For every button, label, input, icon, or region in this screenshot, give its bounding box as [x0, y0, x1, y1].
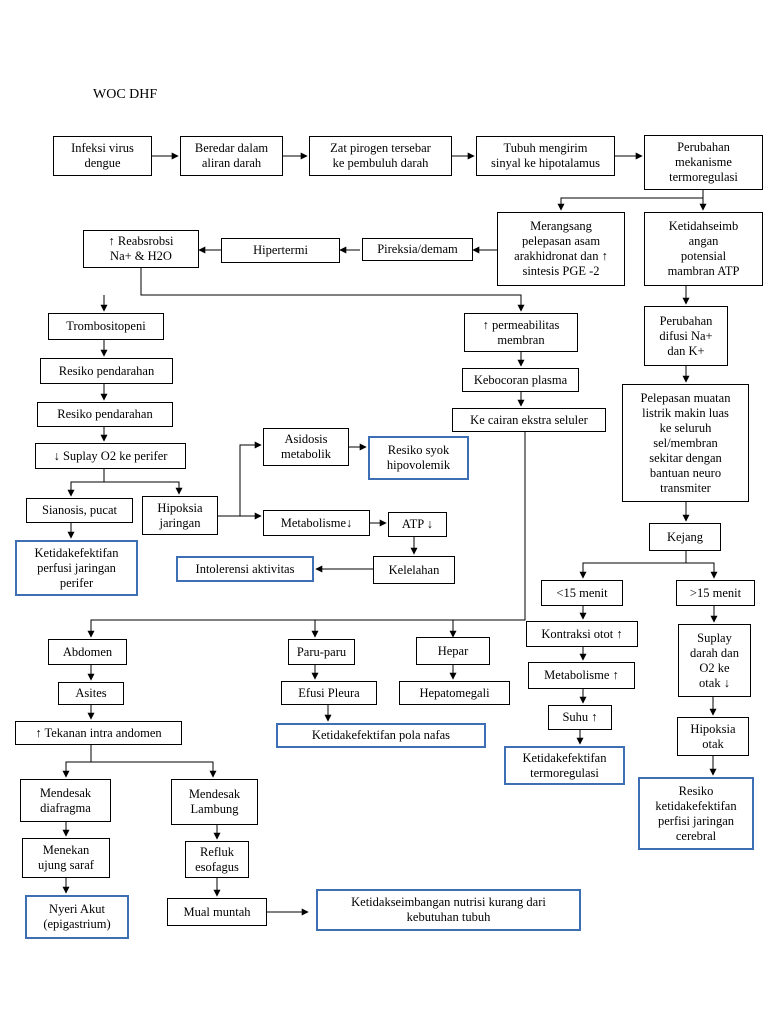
node-mendesak-lambung: Mendesak Lambung [171, 779, 258, 825]
node-kelelahan: Kelelahan [373, 556, 455, 584]
node-sinyal-hipotalamus: Tubuh mengirim sinyal ke hipotalamus [476, 136, 615, 176]
node-reabsorbsi: ↑ Reabsrobsi Na+ & H2O [83, 230, 199, 268]
node-hipoksia-otak: Hipoksia otak [677, 717, 749, 756]
node-lebih-15-menit: >15 menit [676, 580, 755, 606]
node-permeabilitas: ↑ permeabilitas membran [464, 313, 578, 352]
node-ketidakseimbangan-atp: Ketidahseimb angan potensial mambran ATP [644, 212, 763, 286]
diagnosis-ketidakefektifan-termoregulasi: Ketidakefektifan termoregulasi [504, 746, 625, 785]
node-kebocoran-plasma: Kebocoran plasma [462, 368, 579, 392]
node-paru-paru: Paru-paru [288, 639, 355, 665]
diagnosis-intoleransi-aktivitas: Intolerensi aktivitas [176, 556, 314, 582]
node-kontraksi-otot: Kontraksi otot ↑ [526, 621, 638, 647]
node-metabolisme-turun: Metabolisme↓ [263, 510, 370, 536]
node-tekanan-intra-abdomen: ↑ Tekanan intra andomen [15, 721, 182, 745]
node-ke-cairan-ekstra: Ke cairan ekstra seluler [452, 408, 606, 432]
node-efusi-pleura: Efusi Pleura [281, 681, 377, 705]
diagnosis-nyeri-akut: Nyeri Akut (epigastrium) [25, 895, 129, 939]
node-kurang-15-menit: <15 menit [541, 580, 623, 606]
node-hepatomegali: Hepatomegali [399, 681, 510, 705]
node-merangsang-pge: Merangsang pelepasan asam arakhidronat d… [497, 212, 625, 286]
page-title: WOC DHF [93, 87, 158, 102]
node-asidosis-metabolik: Asidosis metabolik [263, 428, 349, 466]
node-perubahan-termoregulasi: Perubahan mekanisme termoregulasi [644, 135, 763, 190]
diagnosis-ketidakefektifan-perfusi-perifer: Ketidakefektifan perfusi jaringan perife… [15, 540, 138, 596]
node-infeksi-virus: Infeksi virus dengue [53, 136, 152, 176]
node-mendesak-diafragma: Mendesak diafragma [20, 779, 111, 822]
node-resiko-pendarahan-1: Resiko pendarahan [40, 358, 173, 384]
diagnosis-resiko-perfusi-cerebral: Resiko ketidakefektifan perfisi jaringan… [638, 777, 754, 850]
node-perubahan-difusi: Perubahan difusi Na+ dan K+ [644, 306, 728, 366]
node-menekan-saraf: Menekan ujung saraf [22, 838, 110, 878]
node-refluk-esofagus: Refluk esofagus [185, 841, 249, 878]
node-hipoksia-jaringan: Hipoksia jaringan [142, 496, 218, 535]
node-suhu-naik: Suhu ↑ [548, 705, 612, 730]
node-hepar: Hepar [416, 637, 490, 665]
node-beredar-darah: Beredar dalam aliran darah [180, 136, 283, 176]
node-suplay-o2-perifer: ↓ Suplay O2 ke perifer [35, 443, 186, 469]
node-pireksia: Pireksia/demam [362, 238, 473, 261]
node-mual-muntah: Mual muntah [167, 898, 267, 926]
node-trombositopeni: Trombositopeni [48, 313, 164, 340]
node-asites: Asites [58, 682, 124, 705]
node-suplay-otak: Suplay darah dan O2 ke otak ↓ [678, 624, 751, 697]
node-sianosis-pucat: Sianosis, pucat [26, 498, 133, 523]
diagnosis-pola-nafas: Ketidakefektifan pola nafas [276, 723, 486, 748]
node-zat-pirogen: Zat pirogen tersebar ke pembuluh darah [309, 136, 452, 176]
node-resiko-pendarahan-2: Resiko pendarahan [37, 402, 173, 427]
node-atp-turun: ATP ↓ [388, 512, 447, 537]
node-hipertermi: Hipertermi [221, 238, 340, 263]
diagnosis-resiko-syok: Resiko syok hipovolemik [368, 436, 469, 480]
diagnosis-ketidakseimbangan-nutrisi: Ketidakseimbangan nutrisi kurang dari ke… [316, 889, 581, 931]
node-abdomen: Abdomen [48, 639, 127, 665]
node-metabolisme-naik: Metabolisme ↑ [528, 662, 635, 689]
node-kejang: Kejang [649, 523, 721, 551]
node-pelepasan-muatan: Pelepasan muatan listrik makin luas ke s… [622, 384, 749, 502]
